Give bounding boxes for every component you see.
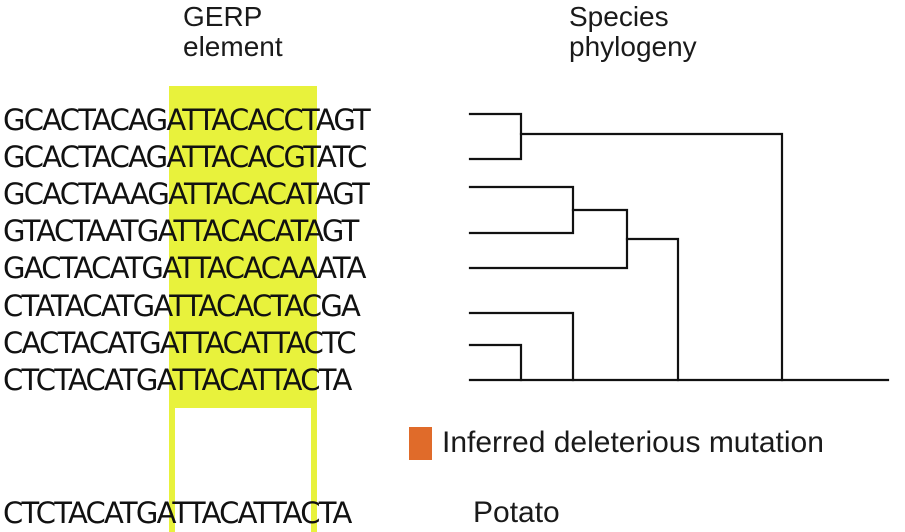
sequence-prefix: CTCTACAT: [3, 363, 138, 397]
sequence-element: GATTACA: [132, 289, 254, 323]
gerp-title-line2: element: [183, 31, 283, 62]
branch-root: [519, 132, 784, 382]
legend-label: Inferred deleterious mutation: [442, 426, 824, 459]
branch-clade-7-8: [468, 343, 523, 382]
sequence-prefix: CTATACAT: [3, 289, 134, 323]
gerp-element-title: GERP element: [183, 2, 283, 62]
sequence-prefix: GCACTACA: [3, 103, 147, 137]
potato-label: Potato: [473, 496, 560, 529]
phylogeny-title-line2: phylogeny: [569, 31, 697, 62]
sequence-suffix: CAAATA: [260, 251, 367, 285]
sequence-element: GATTACA: [145, 140, 267, 174]
gerp-element-highlight: [169, 86, 317, 406]
sequence-row-1: GCACTACAGATTACACCTAGT: [3, 102, 371, 138]
sequence-row-4: GTACTAATGATTACACATAGT: [3, 213, 359, 249]
sequence-suffix: CTACGA: [252, 289, 361, 323]
sequence-prefix: GTACTAAT: [3, 214, 139, 248]
sequence-prefix: CTCTACAT: [3, 496, 138, 530]
sequence-suffix: TTACTA: [253, 363, 353, 397]
sequence-element: GATTACA: [141, 251, 262, 285]
sequence-prefix: GCACTAAA: [3, 177, 149, 211]
sequence-prefix: CACTACAT: [3, 326, 141, 360]
sequence-suffix: CATAGT: [256, 214, 359, 248]
sequence-row-5: GACTACATGATTACACAAATA: [3, 250, 367, 286]
sequence-row-7: CACTACATGATTACATTACTC: [3, 325, 357, 361]
potato-sequence: CTCTACATGATTACATTACTA: [3, 495, 353, 531]
branch-clade-1-2: [468, 112, 523, 161]
sequence-element: GATTACA: [136, 214, 258, 248]
branch-clade-6-7-8: [468, 311, 575, 382]
sequence-element: GATTACA: [135, 363, 255, 397]
deleterious-mutation-swatch: [409, 427, 432, 460]
branch-clade-3-8: [625, 237, 680, 382]
gerp-element-frame: [169, 402, 317, 532]
phylogeny-title-line1: Species: [569, 1, 669, 32]
branch-clade-3-4: [468, 185, 575, 235]
sequence-suffix: CATAGT: [266, 177, 370, 211]
species-phylogeny-title: Species phylogeny: [569, 2, 697, 62]
sequence-suffix: TTACTC: [256, 326, 357, 360]
sequence-row-3: GCACTAAAGATTACACATAGT: [3, 176, 370, 212]
sequence-prefix: GCACTACA: [3, 140, 147, 174]
sequence-element: GATTACA: [135, 496, 255, 530]
sequence-row-6: CTATACATGATTACACTACGA: [3, 288, 361, 324]
branch-clade-3-4-5: [468, 208, 629, 270]
sequence-suffix: CGTATC: [265, 140, 367, 174]
gerp-title-line1: GERP: [183, 1, 263, 32]
sequence-element: GATTACA: [145, 103, 267, 137]
sequence-row-8: CTCTACATGATTACATTACTA: [3, 362, 353, 398]
sequence-suffix: CCTAGT: [265, 103, 371, 137]
sequence-element: GATTACA: [139, 326, 258, 360]
sequence-suffix: TTACTA: [253, 496, 353, 530]
sequence-element: GATTACA: [147, 177, 268, 211]
sequence-prefix: GACTACAT: [3, 251, 143, 285]
sequence-row-2: GCACTACAGATTACACGTATC: [3, 139, 367, 175]
